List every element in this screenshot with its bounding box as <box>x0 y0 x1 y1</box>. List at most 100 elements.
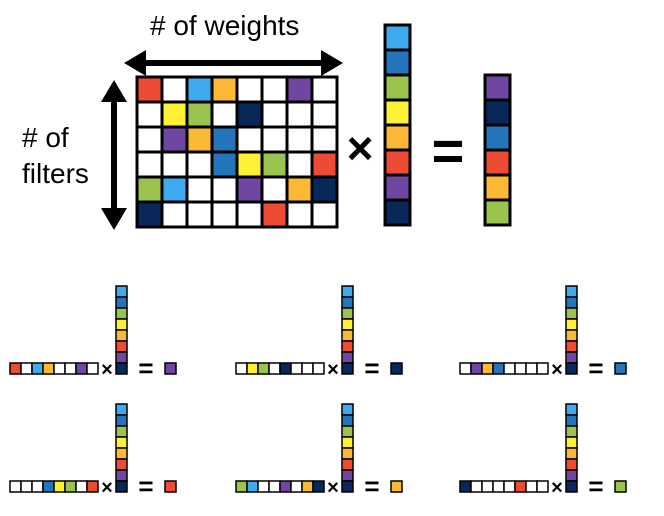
small-row-cell <box>9 362 22 375</box>
matrix-cell <box>160 125 189 154</box>
matrix-cell <box>210 125 239 154</box>
small-row-cell <box>246 480 259 493</box>
vector-cell <box>383 173 412 202</box>
small-row-cell <box>246 362 259 375</box>
small-vector-cell <box>565 469 578 482</box>
matrix-cell <box>135 200 164 229</box>
matrix-cell <box>135 75 164 104</box>
small-row-cell <box>470 362 483 375</box>
small-vector-cell <box>565 480 578 493</box>
result-cell <box>483 98 512 127</box>
small-vector-cell <box>565 436 578 449</box>
small-row-cell <box>301 480 314 493</box>
result-cell <box>483 173 512 202</box>
small-equals-sign: = <box>364 353 379 383</box>
small-result-cell <box>614 480 627 493</box>
small-vector-cell <box>341 351 354 364</box>
small-equals-sign: = <box>138 471 153 501</box>
matrix-cell <box>285 100 314 129</box>
filters-arrow-head-bottom <box>101 208 127 230</box>
small-vector-cell <box>565 458 578 471</box>
small-multiply-sign: × <box>551 359 563 381</box>
result-cell <box>483 198 512 227</box>
vector-cell <box>383 23 412 52</box>
small-vector-cell <box>341 296 354 309</box>
small-vector-cell <box>565 285 578 298</box>
small-row-cell <box>235 480 248 493</box>
matrix-cell <box>185 150 214 179</box>
small-vector-cell <box>565 362 578 375</box>
small-result-cell <box>164 362 177 375</box>
matrix-cell <box>160 175 189 204</box>
small-multiply-sign: × <box>551 477 563 499</box>
matrix-cell <box>285 175 314 204</box>
small-row-cell <box>257 362 270 375</box>
small-vector-cell <box>341 329 354 342</box>
matrix-cell <box>235 150 264 179</box>
small-row-cell <box>470 480 483 493</box>
matrix-cell <box>260 200 289 229</box>
small-vector-cell <box>565 447 578 460</box>
filters-label-line: filters <box>22 158 89 189</box>
small-vector-cell <box>115 425 128 438</box>
matrix-cell <box>185 75 214 104</box>
small-vector-cell <box>341 318 354 331</box>
matrix-cell <box>235 175 264 204</box>
small-vector-cell <box>565 425 578 438</box>
weights-arrow-head-left <box>124 50 146 76</box>
small-row-cell <box>86 480 99 493</box>
matrix-cell <box>160 75 189 104</box>
matrix-cell <box>185 200 214 229</box>
small-vector-cell <box>565 329 578 342</box>
small-vector-cell <box>341 458 354 471</box>
matrix-cell <box>310 200 339 229</box>
small-row-cell <box>31 362 44 375</box>
result-cell <box>483 123 512 152</box>
small-vector-cell <box>115 403 128 416</box>
small-result-cell <box>390 362 403 375</box>
matrix-cell <box>210 75 239 104</box>
small-vector-cell <box>115 329 128 342</box>
matrix-cell <box>185 100 214 129</box>
matrix-cell <box>185 125 214 154</box>
small-multiply-sign: × <box>101 359 113 381</box>
small-row-cell <box>481 362 494 375</box>
matrix-cell <box>235 125 264 154</box>
small-vector-cell <box>341 285 354 298</box>
small-multiply-sign: × <box>327 477 339 499</box>
vector-cell <box>383 148 412 177</box>
matrix-cell <box>235 75 264 104</box>
matrix-cell <box>235 100 264 129</box>
small-vector-cell <box>115 469 128 482</box>
small-vector-cell <box>115 436 128 449</box>
matrix-cell <box>235 200 264 229</box>
small-row-cell <box>75 362 88 375</box>
matrix-cell <box>260 75 289 104</box>
weights-axis-label: # of weights <box>150 10 300 41</box>
matrix-cell <box>310 125 339 154</box>
small-vector-cell <box>115 318 128 331</box>
small-vector-cell <box>115 362 128 375</box>
vector-cell <box>383 73 412 102</box>
small-vector-cell <box>565 351 578 364</box>
small-row-cell <box>301 362 314 375</box>
small-vector-cell <box>341 480 354 493</box>
small-vector-cell <box>341 425 354 438</box>
small-row-cell <box>235 362 248 375</box>
small-row-cell <box>290 480 303 493</box>
filters-arrow-head-top <box>101 80 127 102</box>
small-row-cell <box>9 480 22 493</box>
small-row-cell <box>536 362 549 375</box>
small-vector-cell <box>115 296 128 309</box>
small-multiply-sign: × <box>327 359 339 381</box>
small-result-cell <box>390 480 403 493</box>
small-row-cell <box>257 480 270 493</box>
small-equals-sign: = <box>138 353 153 383</box>
small-row-cell <box>312 362 325 375</box>
matrix-cell <box>285 125 314 154</box>
small-row-cell <box>525 480 538 493</box>
small-row-cell <box>459 362 472 375</box>
matrix-cell <box>135 150 164 179</box>
matrix-cell <box>135 175 164 204</box>
